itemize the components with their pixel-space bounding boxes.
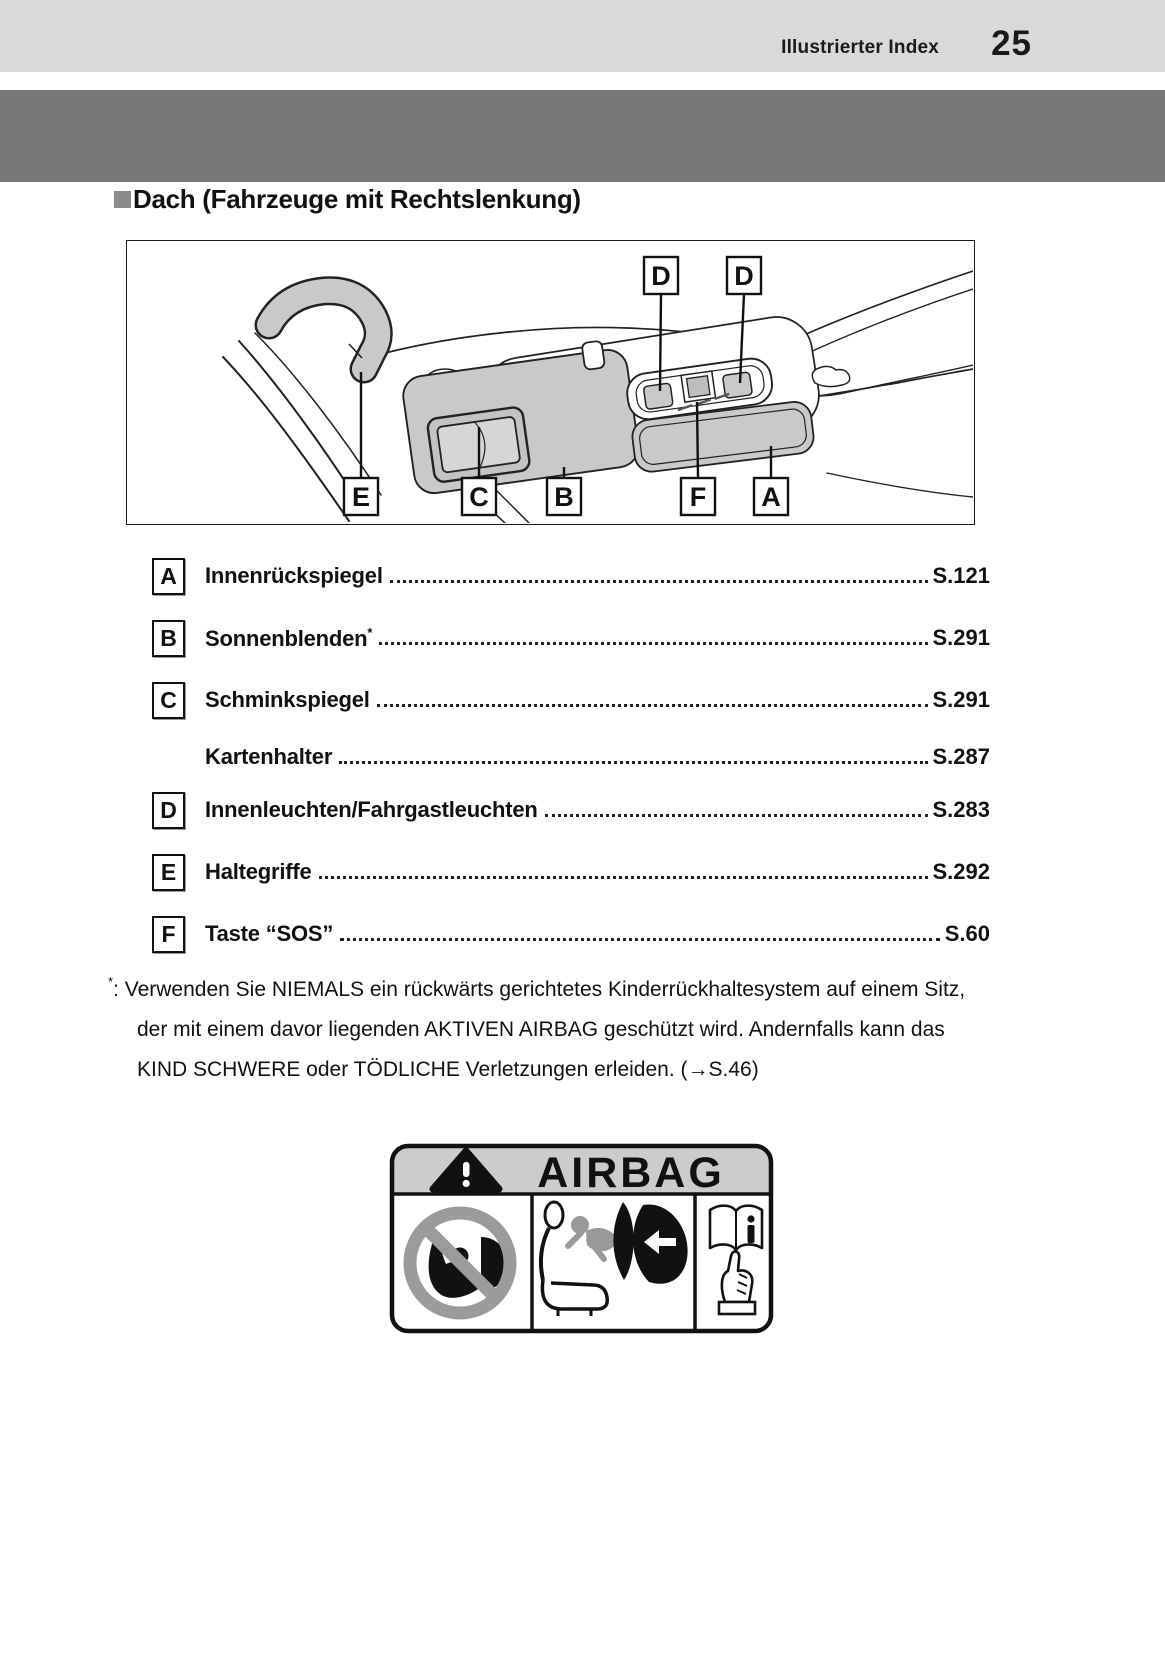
dotted-leader <box>389 580 928 583</box>
callout-box-D-left <box>642 255 680 296</box>
callout-box-D-right <box>725 255 763 296</box>
footnote-marker: *: <box>108 974 119 1001</box>
page-number: 25 <box>991 24 1032 63</box>
rearview-mirror-glass <box>639 408 807 465</box>
index-letter-box: D <box>152 791 185 829</box>
airbag-title: AIRBAG <box>537 1149 725 1197</box>
index-row-A: A Innenrückspiegel S.121 <box>152 556 990 596</box>
index-row-E: E Haltegriffe S.292 <box>152 852 990 892</box>
index-row-F: F Taste “SOS” S.60 <box>152 914 990 954</box>
leader-F <box>695 401 700 479</box>
index-page-ref: S.287 <box>932 744 991 769</box>
section-heading: Dach (Fahrzeuge mit Rechtslenkung) <box>114 184 581 215</box>
callout-letter: B <box>554 482 574 512</box>
roof-illustration-svg: D D E C B F A <box>222 255 974 526</box>
index-page-ref: S.291 <box>932 687 991 712</box>
illustrated-index-list: A Innenrückspiegel S.121 B Sonnenblenden… <box>152 556 990 976</box>
roof-illustration: D D E C B F A <box>126 240 975 526</box>
read-manual-icon <box>708 1204 764 1316</box>
index-label: Taste “SOS” <box>205 921 334 946</box>
index-label: Innenleuchten/Fahrgastleuchten <box>205 797 538 822</box>
label-border <box>389 1143 774 1334</box>
dotted-leader <box>339 761 928 764</box>
grab-handle-joint-line <box>348 343 363 359</box>
index-page-ref: S.60 <box>944 921 990 946</box>
index-row-C: C Schminkspiegel S.291 <box>152 680 990 720</box>
index-letter-box: B <box>152 619 185 657</box>
roof-hook <box>811 365 851 388</box>
index-letter-box: C <box>152 681 185 719</box>
leader-D-right <box>738 293 746 384</box>
index-row-kartenhalter: Kartenhalter S.287 <box>152 742 990 772</box>
console-grille-line <box>695 398 712 406</box>
footnote-marker-ref: * <box>367 624 373 640</box>
square-bullet-icon <box>114 191 131 208</box>
index-letter-box: F <box>152 915 185 953</box>
leader-D-left <box>658 293 663 392</box>
footnote-text-line: KIND SCHWERE oder TÖDLICHE Verletzungen … <box>137 1058 759 1081</box>
mirror-cover-line <box>473 421 486 468</box>
rearview-mirror <box>631 401 815 473</box>
callout-letter: C <box>469 482 489 512</box>
sos-button <box>685 374 711 399</box>
callout-letter: A <box>761 482 781 512</box>
dotted-leader <box>340 938 940 941</box>
callout-letter: E <box>352 482 370 512</box>
index-label: Innenrückspiegel <box>205 563 383 588</box>
console-grille-line <box>714 392 730 401</box>
index-label: Sonnenblenden* <box>205 624 373 651</box>
interior-light-right <box>722 371 753 399</box>
console-grille-line <box>677 403 693 412</box>
index-letter-box: A <box>152 557 185 595</box>
index-row-D: D Innenleuchten/Fahrgastleuchten S.283 <box>152 790 990 830</box>
index-label: Haltegriffe <box>205 859 312 884</box>
airbag-warning-label: AIRBAG <box>388 1142 775 1335</box>
footnote-text-line: Verwenden Sie NIEMALS ein rückwärts geri… <box>124 978 966 1001</box>
callout-box-B <box>545 476 583 517</box>
footnote: *: Verwenden Sie NIEMALS ein rückwärts g… <box>108 962 1018 1090</box>
pillar-line <box>222 356 350 522</box>
no-rear-facing-child-seat-icon <box>403 1206 517 1320</box>
index-page-ref: S.292 <box>932 859 991 884</box>
index-label: Schminkspiegel <box>205 687 370 712</box>
callout-box-E <box>342 476 380 517</box>
headliner-edge <box>826 472 974 498</box>
section-title: Dach (Fahrzeuge mit Rechtslenkung) <box>133 184 581 214</box>
pillar-line <box>254 332 382 496</box>
index-page-ref: S.283 <box>932 797 991 822</box>
dotted-leader <box>544 814 928 817</box>
callout-box-F <box>679 476 717 517</box>
dotted-leader <box>318 876 928 879</box>
visor-clip <box>581 340 606 371</box>
dotted-leader <box>379 642 928 645</box>
dotted-leader <box>376 704 928 707</box>
section-banner <box>0 90 1165 182</box>
index-label: Kartenhalter <box>205 744 333 769</box>
page-header: Illustrierter Index 25 <box>0 0 1165 72</box>
index-page-ref: S.291 <box>932 625 991 650</box>
warning-triangle-icon <box>429 1147 503 1193</box>
interior-light-left <box>643 382 674 410</box>
footnote-text-line: der mit einem davor liegenden AKTIVEN AI… <box>137 1018 945 1041</box>
index-letter-box: E <box>152 853 185 891</box>
index-page-ref: S.121 <box>932 563 991 588</box>
callout-box-C <box>460 476 498 517</box>
callout-letter: D <box>651 261 671 291</box>
index-row-B: B Sonnenblenden* S.291 <box>152 618 990 658</box>
callout-letter: F <box>690 482 707 512</box>
header-section-title: Illustrierter Index <box>781 37 940 58</box>
airbag-warning-label-svg: AIRBAG <box>389 1143 774 1334</box>
callout-box-A <box>752 476 790 517</box>
airbag-deployment-icon <box>539 1200 688 1316</box>
callout-letter: D <box>734 261 754 291</box>
grab-handle <box>257 278 391 381</box>
